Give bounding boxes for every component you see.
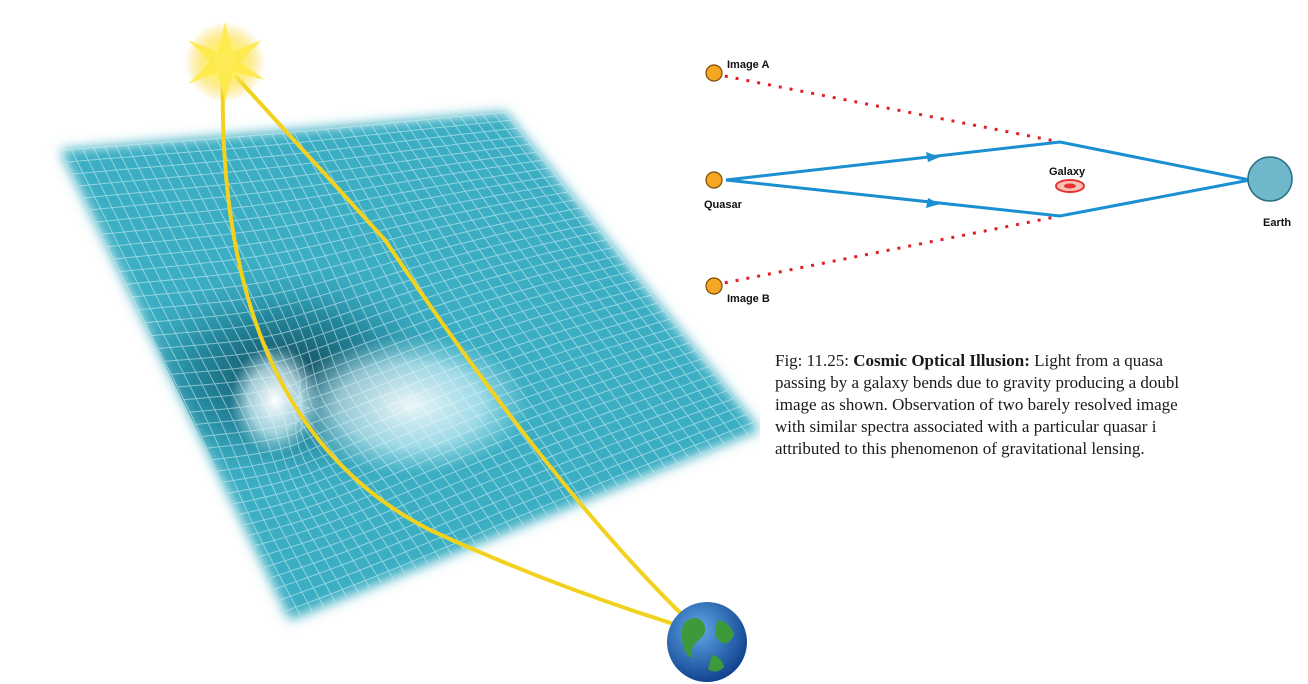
lensing-diagram: Image A Quasar Galaxy Earth Image B: [704, 59, 1293, 305]
earth-circle: [1247, 156, 1293, 202]
quasar-label: Quasar: [704, 199, 743, 211]
grid-line: [348, 126, 596, 498]
grid-line: [381, 123, 632, 483]
star-icon: [185, 22, 265, 102]
light-ray-bent: [220, 71, 701, 634]
caption-prefix: Fig: 11.25:: [775, 351, 854, 370]
light-ray-direct: [228, 68, 702, 634]
caption-line-1: Fig: 11.25: Cosmic Optical Illusion: Lig…: [775, 350, 1308, 372]
image-b-dot: [705, 277, 723, 295]
apparent-path-b: [713, 214, 1061, 287]
galaxy-icon: [1055, 179, 1085, 193]
caption-line-4: with similar spectra associated with a p…: [775, 417, 1157, 436]
caption-line-2: passing by a galaxy bends due to gravity…: [775, 373, 1180, 392]
grid-line: [359, 125, 608, 493]
light-path-upper: [725, 140, 1251, 182]
light-path-lower: [725, 178, 1251, 218]
grid-line: [448, 117, 702, 455]
caption-line-5: attributed to this phenomenon of gravita…: [775, 439, 1145, 458]
grid-line: [261, 389, 729, 569]
caption-line-3: image as shown. Observation of two barel…: [775, 395, 1178, 414]
grid-line: [370, 124, 620, 488]
grid-line: [471, 114, 726, 445]
grid-line: [415, 120, 667, 469]
figure-caption: Fig: 11.25: Cosmic Optical Illusion: Lig…: [775, 350, 1308, 460]
grid-line: [459, 116, 714, 450]
grid-line: [482, 113, 737, 440]
earth-globe-icon: [667, 602, 747, 682]
spacetime-grid: [60, 112, 760, 620]
grid-line: [437, 118, 690, 459]
grid-line: [267, 397, 735, 580]
grid-line: [284, 421, 754, 612]
caption-title: Cosmic Optical Illusion:: [853, 351, 1030, 370]
quasar-dot: [705, 171, 723, 189]
grid-line: [493, 112, 749, 436]
grid-line: [278, 413, 748, 601]
grid-line: [404, 121, 655, 474]
grid-line: [272, 405, 742, 591]
arrow-upper-icon: [926, 152, 940, 162]
grid-line: [504, 112, 760, 431]
grid-line: [304, 130, 549, 517]
grid-line: [337, 127, 584, 503]
earth-label: Earth: [1263, 217, 1291, 229]
grid-line: [256, 381, 722, 558]
grid-line: [315, 129, 561, 512]
apparent-path-a: [713, 72, 1061, 144]
image-b-label: Image B: [727, 293, 770, 305]
image-a-dot: [705, 64, 723, 82]
caption-line-1-rest: Light from a quasa: [1029, 351, 1164, 370]
spacetime-illustration: [60, 22, 760, 682]
grid-line: [393, 122, 643, 478]
galaxy-label: Galaxy: [1049, 166, 1086, 178]
arrow-lower-icon: [926, 198, 940, 208]
grid-line: [426, 119, 679, 464]
image-a-label: Image A: [727, 59, 769, 71]
